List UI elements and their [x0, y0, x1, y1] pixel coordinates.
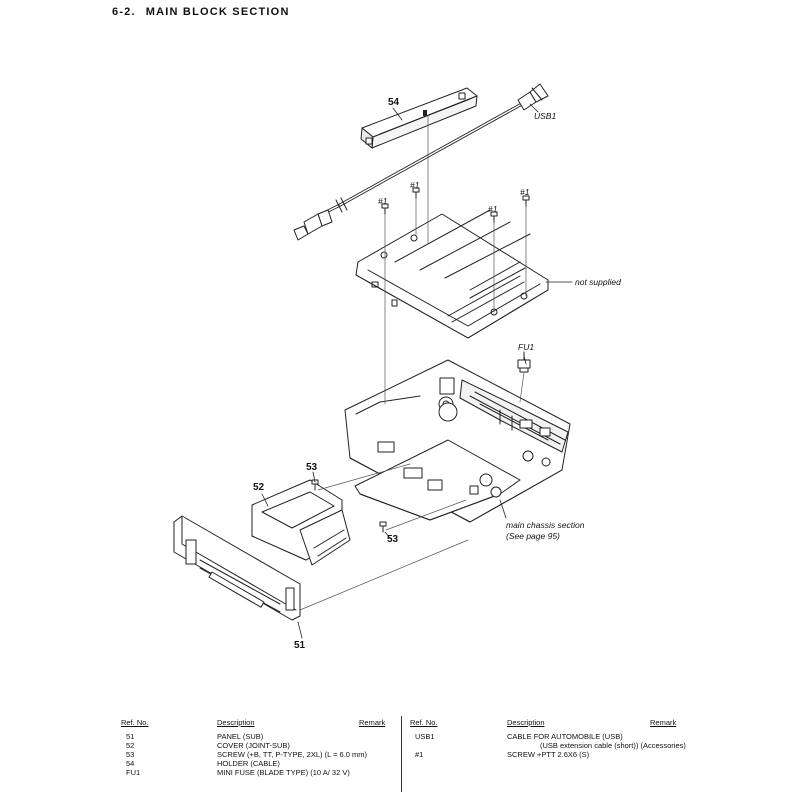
- cable-holder-part: [360, 87, 478, 149]
- header-remark: Remark: [650, 718, 677, 727]
- table-row-desc: SCREW +PTT 2.6X6 (S): [507, 750, 590, 759]
- top-cover-plate: [355, 209, 549, 339]
- screw-icon: [381, 203, 389, 215]
- table-row-desc: HOLDER (CABLE): [217, 759, 280, 768]
- callout-screw-1: #1: [488, 204, 498, 214]
- table-row-ref: 54: [126, 759, 135, 768]
- header-description: Description: [217, 718, 255, 727]
- callout-main-chassis: main chassis section: [506, 520, 585, 530]
- screw-icon: [522, 195, 530, 207]
- callout-not-supplied: not supplied: [575, 277, 621, 287]
- table-row-ref: FU1: [126, 768, 141, 777]
- table-row-desc: CABLE FOR AUTOMOBILE (USB): [507, 732, 623, 741]
- callout-screw-1: #1: [378, 196, 388, 206]
- callout-screw-1: #1: [410, 180, 420, 190]
- main-chassis-part: [344, 359, 571, 523]
- header-remark: Remark: [359, 718, 386, 727]
- table-row-ref: #1: [415, 750, 424, 759]
- table-row-ref: 52: [126, 741, 135, 750]
- table-row-ref: 53: [126, 750, 135, 759]
- screw-set-1: [381, 187, 530, 223]
- joint-sub-cover-part: [251, 479, 351, 566]
- sub-panel-part: [173, 515, 301, 621]
- section-name: MAIN BLOCK SECTION: [145, 6, 290, 18]
- callout-53: 53: [306, 462, 318, 473]
- section-number: 6-2.: [112, 6, 136, 18]
- header-ref-no: Ref. No.: [121, 718, 149, 727]
- callout-screw-1: #1: [520, 187, 530, 197]
- explosion-guide-lines: [299, 115, 527, 611]
- callout-53: 53: [387, 534, 399, 545]
- usb-cable-part: [293, 83, 549, 241]
- page-title: 6-2. MAIN BLOCK SECTION: [112, 6, 290, 18]
- table-row-desc: SCREW (+B, TT, P-TYPE, 2XL) (L = 6.0 mm): [217, 750, 368, 759]
- screw-53-bottom: [379, 521, 387, 533]
- callout-fu1: FU1: [518, 342, 535, 352]
- callout-51: 51: [294, 640, 306, 651]
- screw-icon: [412, 187, 420, 199]
- screw-icon: [490, 211, 498, 223]
- fuse-part: [517, 351, 531, 373]
- callout-usb1: USB1: [534, 111, 557, 121]
- table-row-ref: USB1: [415, 732, 435, 741]
- table-row-desc: PANEL (SUB): [217, 732, 264, 741]
- callout-leaders: [261, 103, 573, 639]
- table-row-desc: (USB extension cable (short)) (Accessori…: [540, 741, 686, 750]
- table-divider: [401, 716, 402, 792]
- header-ref-no: Ref. No.: [410, 718, 438, 727]
- exploded-view-diagram: [173, 83, 573, 639]
- table-row-ref: 51: [126, 732, 135, 741]
- table-row-desc: COVER (JOINT-SUB): [217, 741, 290, 750]
- table-row-desc: MINI FUSE (BLADE TYPE) (10 A/ 32 V): [217, 768, 350, 777]
- callout-see-page: (See page 95): [506, 531, 560, 541]
- callout-54: 54: [388, 97, 400, 108]
- header-description: Description: [507, 718, 545, 727]
- callout-52: 52: [253, 482, 265, 493]
